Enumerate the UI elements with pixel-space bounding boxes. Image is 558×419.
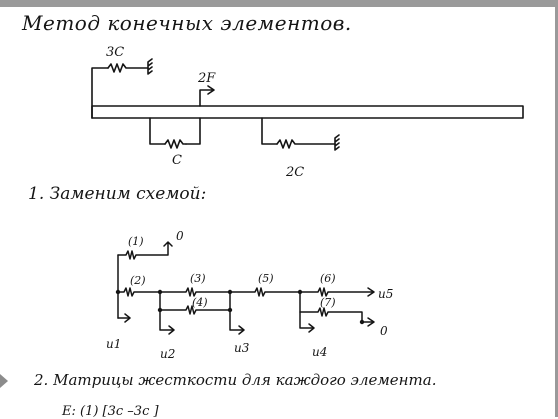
step-2: 2. Матрицы жесткости для каждого элемент… xyxy=(34,371,437,389)
label-3c: 3C xyxy=(106,45,124,60)
window-top-border xyxy=(0,0,558,7)
element-1-label: (1) xyxy=(128,235,144,248)
page-title: Метод конечных элементов. xyxy=(22,11,352,35)
spring-c-coil xyxy=(164,139,187,149)
step-1: 1. Заменим схемой: xyxy=(28,184,207,204)
label-c: C xyxy=(172,153,182,168)
spring-3c-coil xyxy=(107,63,149,73)
ground-right xyxy=(334,134,340,151)
disp-u4: u4 xyxy=(312,345,327,359)
element-3-label: (3) xyxy=(190,272,206,285)
element-2-label: (2) xyxy=(130,274,146,287)
spring-2c-coil xyxy=(276,139,336,149)
element-7-label: (7) xyxy=(320,296,336,309)
element-5-label: (5) xyxy=(258,272,274,285)
right-post xyxy=(261,117,278,145)
disp-u3: u3 xyxy=(234,341,250,355)
ground-top xyxy=(147,58,153,75)
disp-u5: u5 xyxy=(378,287,393,301)
left-post xyxy=(91,67,109,119)
mid-support xyxy=(149,117,201,145)
page-nav-arrow[interactable] xyxy=(0,374,8,388)
zero-right: 0 xyxy=(380,324,388,338)
step-2-fragment: Е: (1) [3c –3c ] xyxy=(62,404,159,419)
label-2c: 2C xyxy=(285,165,304,180)
element-4-label: (4) xyxy=(192,296,208,309)
disp-u1: u1 xyxy=(106,337,121,351)
element-6-label: (6) xyxy=(320,272,336,285)
label-2f: 2F xyxy=(197,71,216,86)
window-right-border xyxy=(555,0,558,417)
zero-top: 0 xyxy=(176,229,184,243)
force-arrow xyxy=(199,85,215,107)
disp-u2: u2 xyxy=(160,347,175,361)
